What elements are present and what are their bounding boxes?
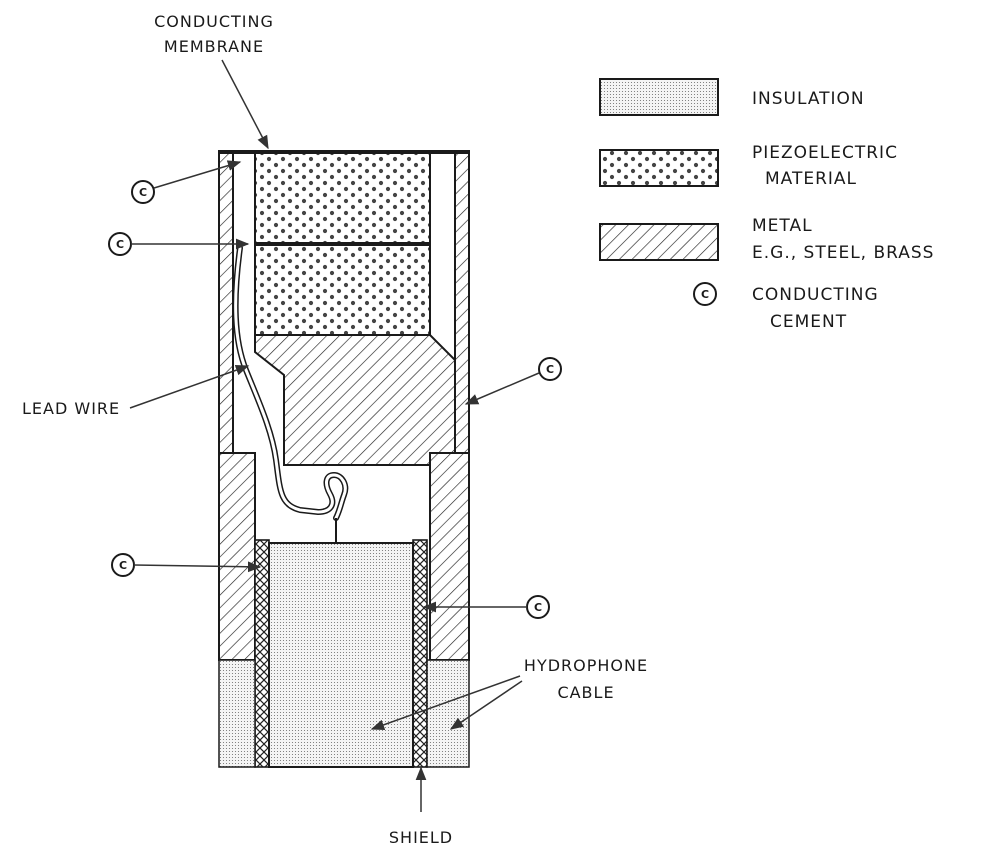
c-mark-membrane: C (131, 160, 242, 204)
arrow-hydrophone-cable-core (370, 675, 521, 730)
housing-right-wall (429, 452, 470, 661)
svg-text:C: C (534, 601, 542, 614)
c-mark-piezo-joint: C (108, 232, 250, 256)
cable-jacket-left (218, 659, 256, 768)
legend-label-cement-1: CONDUCTING (752, 285, 879, 305)
legend-swatch-insulation (599, 78, 719, 116)
piezo-disc-upper (254, 152, 431, 244)
callouts: CONDUCTING MEMBRANE C C C C C (22, 12, 648, 847)
svg-text:C: C (116, 238, 124, 251)
c-mark-shield-right: C (422, 595, 550, 619)
legend-label-metal-2: E.G., STEEL, BRASS (752, 243, 934, 263)
arrow-lead-wire (129, 364, 250, 409)
legend-label-insulation: INSULATION (752, 89, 865, 109)
label-lead-wire: LEAD WIRE (22, 399, 120, 418)
legend-label-piezoelectric-2: MATERIAL (765, 169, 857, 189)
svg-text:C: C (546, 363, 554, 376)
label-conducting-membrane-2: MEMBRANE (164, 37, 264, 56)
c-mark-sleeve: C (464, 357, 562, 405)
metal-backing-block (254, 334, 456, 466)
cable-shield-right (412, 539, 428, 768)
hydrophone-cross-section (218, 150, 470, 768)
label-shield: SHIELD (389, 828, 453, 847)
label-hydrophone-cable-2: CABLE (557, 683, 614, 702)
label-hydrophone-cable-1: HYDROPHONE (524, 656, 648, 675)
legend: INSULATION PIEZOELECTRIC MATERIAL METAL … (599, 78, 934, 332)
legend-label-piezoelectric-1: PIEZOELECTRIC (752, 143, 898, 163)
c-mark-shield-left: C (111, 553, 262, 577)
cable-core-insulation (268, 542, 414, 768)
legend-swatch-metal (599, 223, 719, 261)
svg-text:C: C (701, 288, 709, 301)
legend-label-metal-1: METAL (752, 216, 813, 236)
cable-shield-left (254, 539, 270, 768)
housing-left-wall (218, 452, 256, 661)
legend-label-cement-2: CEMENT (770, 312, 847, 332)
cable-jacket-right (426, 659, 470, 768)
sleeve-right-wall (454, 150, 470, 454)
arrow-hydrophone-cable-jacket (449, 680, 523, 730)
arrow-conducting-membrane (221, 59, 269, 150)
label-conducting-membrane-1: CONDUCTING (154, 12, 274, 31)
sleeve-left-wall (218, 150, 234, 454)
svg-text:C: C (139, 186, 147, 199)
svg-text:C: C (119, 559, 127, 572)
legend-swatch-cement: C (693, 282, 717, 306)
legend-swatch-piezoelectric (599, 149, 719, 187)
piezo-disc-lower (254, 244, 431, 336)
